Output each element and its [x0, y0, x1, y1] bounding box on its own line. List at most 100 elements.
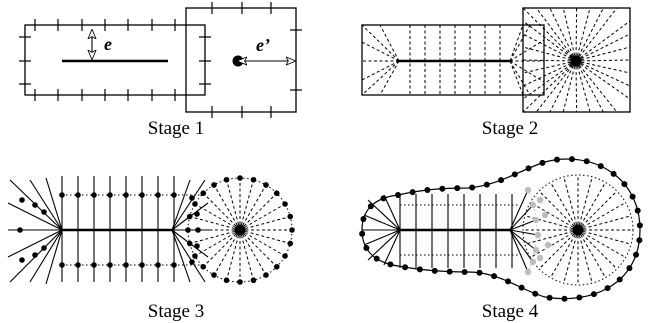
dashed-line — [522, 20, 577, 62]
envelope-dot — [518, 284, 525, 291]
dashed-ray — [577, 215, 632, 231]
sample-dot — [194, 211, 200, 217]
ghost-dot — [529, 258, 537, 266]
dashed-ray — [577, 229, 632, 245]
dashed-ray — [577, 182, 606, 231]
fan-line — [171, 229, 206, 283]
fan-line — [7, 229, 63, 258]
sample-dot — [287, 240, 294, 247]
dashed-line — [522, 60, 577, 74]
dashed-line — [575, 60, 604, 113]
dashed-ray — [577, 190, 618, 231]
caption-stage-1: Stage 1 — [148, 118, 204, 139]
dashed-line — [575, 59, 631, 62]
sample-dot — [287, 213, 294, 220]
ghost-dot — [529, 201, 537, 209]
envelope-dot — [373, 255, 380, 262]
ghost-curve — [527, 189, 537, 273]
dashed-line — [575, 33, 631, 62]
sample-dot — [41, 245, 47, 251]
fan-line — [29, 179, 63, 231]
sample-dot — [223, 176, 230, 183]
envelope-dot — [629, 193, 636, 200]
envelope-dot — [402, 264, 409, 271]
dotted-circle — [522, 174, 634, 286]
dashed-ray — [577, 176, 593, 231]
envelope-dot — [634, 207, 641, 214]
dashed-line — [509, 24, 524, 62]
stage-2-left-rectangle — [361, 24, 545, 96]
sample-dot — [41, 209, 47, 215]
dashed-ray — [239, 179, 254, 231]
envelope-dot — [554, 156, 561, 163]
dashed-ray — [239, 229, 254, 281]
sample-dot — [282, 201, 288, 207]
sample-dot — [32, 202, 38, 208]
sample-dot — [237, 279, 243, 285]
sample-dot — [282, 253, 288, 259]
fan-line — [45, 229, 63, 285]
dashed-ray — [550, 229, 579, 278]
envelope-dot — [616, 276, 623, 283]
envelope-dot — [491, 273, 498, 280]
sample-dot — [185, 227, 191, 233]
dashed-line — [575, 7, 604, 62]
fan-line — [509, 219, 537, 231]
envelope-dot — [446, 268, 453, 275]
dashed-line — [575, 60, 631, 74]
fan-line — [171, 179, 191, 231]
sample-dot — [17, 227, 23, 233]
dashed-ray — [239, 229, 267, 276]
sample-dot — [250, 277, 257, 284]
dashed-line — [361, 24, 400, 62]
fan-line — [7, 202, 63, 231]
dashed-line — [549, 60, 577, 113]
envelope-dot — [568, 156, 575, 163]
fan-line — [363, 229, 401, 246]
envelope-dot — [416, 266, 423, 273]
fan-line — [29, 229, 63, 283]
fan-line — [509, 229, 534, 263]
sample-dot — [223, 277, 230, 284]
sample-dot — [237, 175, 243, 181]
ghost-dot — [532, 246, 540, 254]
dashed-ray — [577, 202, 626, 231]
fan-line — [509, 229, 537, 251]
fan-line — [171, 179, 206, 231]
dashed-ray — [239, 184, 267, 231]
dashed-ray — [239, 229, 278, 268]
envelope-dot — [633, 251, 640, 258]
envelope-dot — [483, 181, 490, 188]
stage-2-point — [570, 55, 582, 67]
ghost-dot — [541, 211, 549, 219]
dashed-line — [549, 7, 577, 62]
dashed-ray — [239, 203, 286, 231]
stage-1-right-square — [185, 7, 297, 113]
dashed-line — [522, 60, 577, 113]
sample-dot — [186, 240, 193, 247]
dashed-line — [509, 60, 545, 83]
envelope-dot — [387, 261, 394, 268]
stage-1-panel: e e’ Stage 1 — [19, 2, 302, 139]
stage-2-panel: Stage 2 — [361, 7, 631, 139]
dashed-line — [379, 60, 400, 96]
dashed-line — [509, 60, 531, 96]
dashed-ray — [530, 229, 579, 258]
envelope-dot — [610, 170, 617, 177]
dashed-line — [509, 24, 531, 62]
dashed-line — [379, 24, 400, 62]
envelope-dot — [505, 278, 512, 285]
caption-stage-4: Stage 4 — [482, 301, 539, 322]
dashed-ray — [563, 229, 579, 284]
dashed-ray — [577, 229, 618, 270]
dashed-line — [361, 60, 400, 81]
dashed-line — [535, 7, 577, 62]
fan-line — [45, 177, 63, 231]
sample-dot — [273, 190, 280, 197]
stage-4-point — [572, 224, 584, 236]
envelope-dot — [626, 265, 633, 272]
fan-line — [367, 229, 401, 261]
envelope-dot — [360, 215, 367, 222]
dashed-line — [575, 7, 618, 62]
